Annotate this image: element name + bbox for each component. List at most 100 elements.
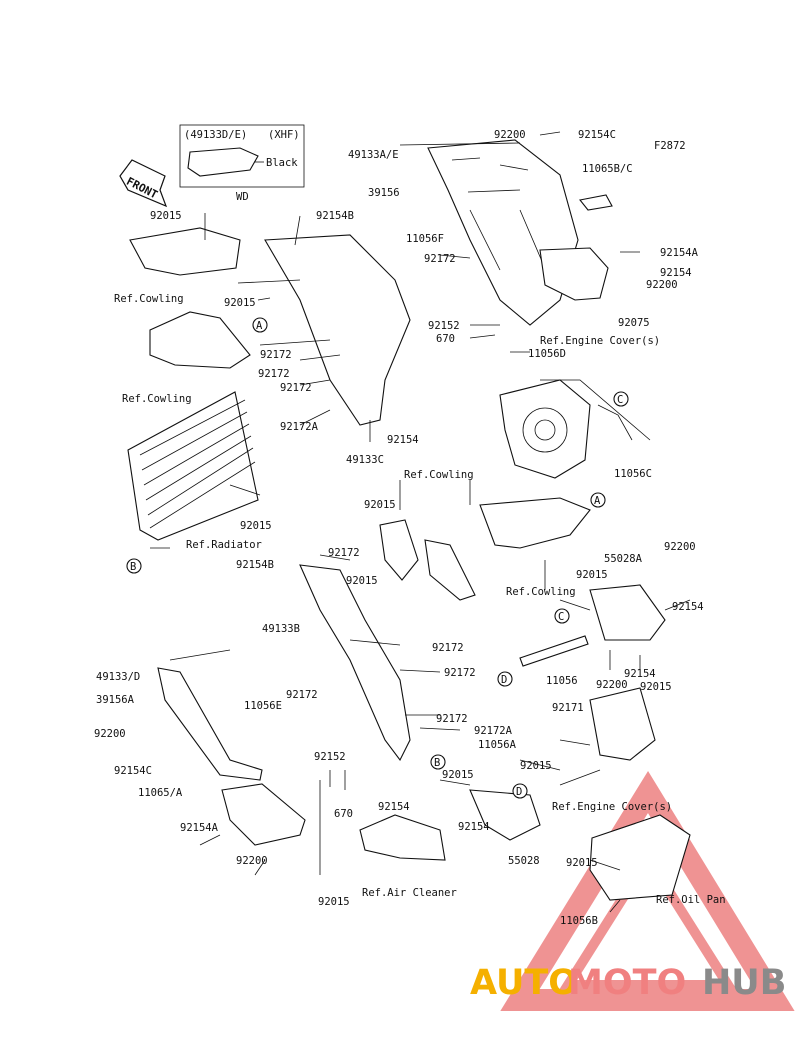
part-label: 92152 xyxy=(314,751,346,763)
part-label: 39156 xyxy=(368,187,400,199)
part-label: 92172 xyxy=(260,349,292,361)
inset-variant: (XHF) xyxy=(268,129,300,141)
part-label: 92154 xyxy=(672,601,704,613)
diagram-code: F2872 xyxy=(654,140,686,152)
part-label: 92171 xyxy=(552,702,584,714)
inner-panel-49133c xyxy=(264,234,411,426)
part-label: 92075 xyxy=(618,317,650,329)
part-label: 670 xyxy=(436,333,455,345)
radiator-ref xyxy=(127,391,259,541)
part-label: 92200 xyxy=(236,855,268,867)
part-label: Ref.Radiator xyxy=(186,539,262,551)
part-label: 11056C xyxy=(614,468,652,480)
side-panel-49133b xyxy=(299,564,411,762)
part-label: 92172 xyxy=(286,689,318,701)
callout-a-1 xyxy=(252,317,268,333)
callout-label: B xyxy=(434,757,440,769)
part-label: Ref.Cowling xyxy=(114,293,184,305)
part-label: 92015 xyxy=(576,569,608,581)
part-label: 92200 xyxy=(494,129,526,141)
callout-label: B xyxy=(130,561,136,573)
part-label: 92200 xyxy=(646,279,678,291)
callout-c-1 xyxy=(613,391,629,407)
part-label: 92015 xyxy=(150,210,182,222)
part-label: 39156A xyxy=(96,694,135,706)
part-label: 92015 xyxy=(364,499,396,511)
part-label: 49133C xyxy=(346,454,384,466)
part-label: 92154A xyxy=(660,247,699,259)
callout-label: A xyxy=(594,495,601,507)
watermark-hub: HUB xyxy=(702,963,786,1003)
part-label: 92172 xyxy=(328,547,360,559)
part-label: 92015 xyxy=(240,520,272,532)
part-label: 11056F xyxy=(406,233,444,245)
callout-label: C xyxy=(617,394,623,406)
part-label: 92015 xyxy=(566,857,598,869)
left-cowling-ref-2 xyxy=(149,311,251,369)
part-label: 92015 xyxy=(640,681,672,693)
part-label: 11056B xyxy=(560,915,598,927)
part-label: 92172 xyxy=(424,253,456,265)
part-label: 55028A xyxy=(604,553,643,565)
mid-cowling-c xyxy=(479,497,591,549)
callout-label: D xyxy=(501,674,507,686)
part-label: 92154B xyxy=(236,559,274,571)
part-label: 11065B/C xyxy=(582,163,633,175)
inset-code: (49133D/E) xyxy=(184,129,247,141)
part-label: 92015 xyxy=(346,575,378,587)
left-cowling-ref xyxy=(129,227,241,276)
part-label: 11056D xyxy=(528,348,566,360)
part-label: 92154 xyxy=(378,801,410,813)
callout-c-2 xyxy=(554,608,570,624)
callout-b-2 xyxy=(430,754,446,770)
lower-panel-49133d xyxy=(157,667,263,781)
callout-a-2 xyxy=(590,492,606,508)
part-label: 92015 xyxy=(224,297,256,309)
part-label: 92154 xyxy=(458,821,490,833)
part-label: 49133A/E xyxy=(348,149,399,161)
part-label: 92172 xyxy=(444,667,476,679)
part-label: Ref.Oil Pan xyxy=(656,894,726,906)
watermark-logo xyxy=(500,770,795,1011)
part-label: 92154 xyxy=(387,434,419,446)
air-cleaner-ref xyxy=(359,814,446,861)
watermark-moto: MOTO xyxy=(568,963,686,1003)
front-arrow-icon xyxy=(119,159,168,208)
gasket-11056c xyxy=(597,404,633,441)
callout-label: C xyxy=(558,611,564,623)
callout-letters: A A B B C C D D xyxy=(130,320,623,798)
part-number-labels: 92200 92154C 49133A/E 11065B/C 39156 920… xyxy=(94,129,726,927)
part-label: Ref.Cowling xyxy=(506,586,576,598)
mid-cowling-a xyxy=(379,519,419,581)
part-label: Ref.Engine Cover(s) xyxy=(540,335,660,347)
seal-strip-11056 xyxy=(519,635,589,667)
engine-cover-ref xyxy=(499,379,591,479)
part-label: Ref.Cowling xyxy=(404,469,474,481)
part-label: Ref.Air Cleaner xyxy=(362,887,457,899)
part-label: 92172A xyxy=(280,421,319,433)
part-label: 670 xyxy=(334,808,353,820)
engine-cover-lower-ref xyxy=(589,687,656,761)
part-label: 92154A xyxy=(180,822,219,834)
callout-d-2 xyxy=(512,783,528,799)
part-label: Ref.Cowling xyxy=(122,393,192,405)
callout-b-1 xyxy=(126,558,142,574)
watermark-text: AUTO MOTO HUB xyxy=(470,963,786,1003)
part-label: 49133B xyxy=(262,623,300,635)
part-label: 92200 xyxy=(94,728,126,740)
part-label: 92015 xyxy=(520,760,552,772)
part-label: 49133/D xyxy=(96,671,140,683)
part-label: 11056A xyxy=(478,739,517,751)
callout-label: A xyxy=(256,320,263,332)
part-label: 92200 xyxy=(664,541,696,553)
part-label: Ref.Engine Cover(s) xyxy=(552,801,672,813)
part-label: 11056E xyxy=(244,700,282,712)
lower-bracket xyxy=(221,783,306,846)
part-label: 92172 xyxy=(258,368,290,380)
callout-markers xyxy=(126,317,629,799)
part-label: 92154C xyxy=(578,129,616,141)
part-label: 92200 xyxy=(596,679,628,691)
part-label: 92015 xyxy=(442,769,474,781)
